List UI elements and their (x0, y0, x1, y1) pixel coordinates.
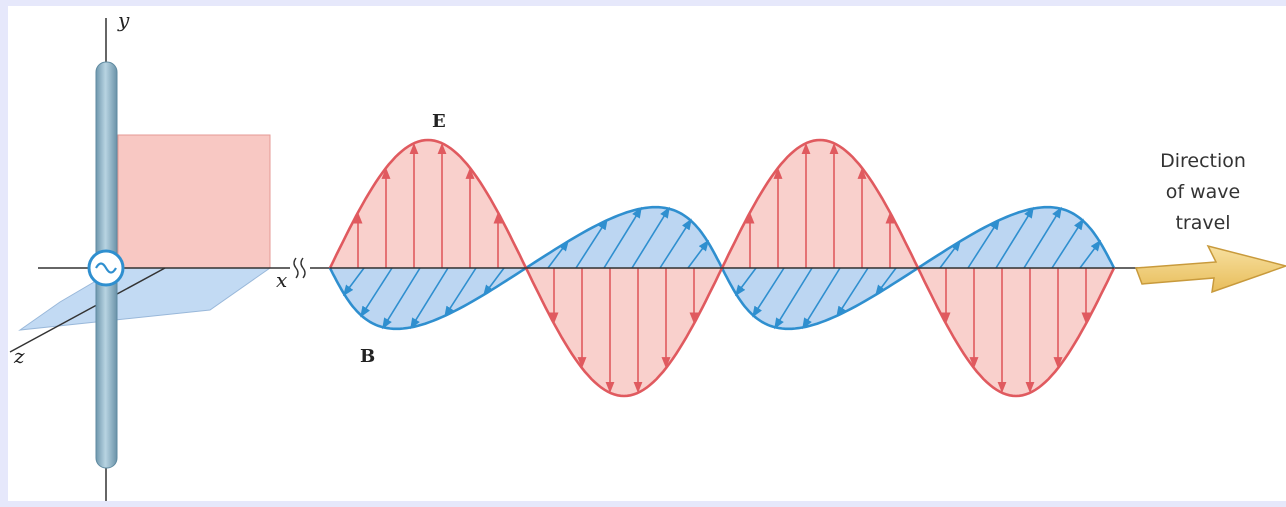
direction-label-line-3: travel (1175, 212, 1231, 234)
magnetic-field-vector (631, 206, 670, 269)
magnetic-field-vector (734, 267, 757, 297)
electric-plane (117, 134, 271, 269)
magnetic-field-vector (360, 267, 393, 318)
magnetic-field-vector (444, 267, 477, 318)
direction-label-line-2: of wave (1165, 181, 1241, 203)
z-axis-label: z (14, 344, 25, 368)
magnetic-field-vector (1023, 206, 1062, 269)
magnetic-field-vector (410, 267, 449, 330)
magnetic-field-vector (995, 206, 1034, 269)
y-axis-label: y (118, 8, 130, 32)
direction-arrow-icon (1134, 244, 1286, 294)
electric-field-label: E (432, 111, 446, 132)
z-axis (9, 267, 166, 353)
magnetic-field-vector (752, 267, 785, 318)
magnetic-field-vector (547, 239, 570, 269)
magnetic-field-vector (967, 218, 1000, 269)
magnetic-field-vector (687, 239, 710, 269)
magnetic-field-vector (482, 267, 505, 297)
magnetic-field-vector (659, 218, 692, 269)
x-axis-label: x (276, 268, 288, 292)
magnetic-field-vector (1051, 218, 1084, 269)
electric-field-wave (328, 138, 1116, 398)
magnetic-field-vector (874, 267, 897, 297)
magnetic-field-vector (774, 267, 813, 330)
magnetic-field-vector (575, 218, 608, 269)
magnetic-field-label: B (360, 346, 376, 367)
axis-break-icon (293, 257, 306, 279)
magnetic-field-vector (939, 239, 962, 269)
magnetic-field-vector (342, 267, 365, 297)
magnetic-plane (18, 267, 272, 331)
direction-label-line-1: Direction (1160, 150, 1246, 172)
magnetic-field-vector (802, 267, 841, 330)
magnetic-field-vector (1079, 239, 1102, 269)
magnetic-field-vector (382, 267, 421, 330)
magnetic-field-vector (603, 206, 642, 269)
magnetic-field-vector (836, 267, 869, 318)
ac-source-icon (87, 249, 125, 287)
direction-of-wave-travel-label: Direction of wave travel (1138, 146, 1268, 239)
